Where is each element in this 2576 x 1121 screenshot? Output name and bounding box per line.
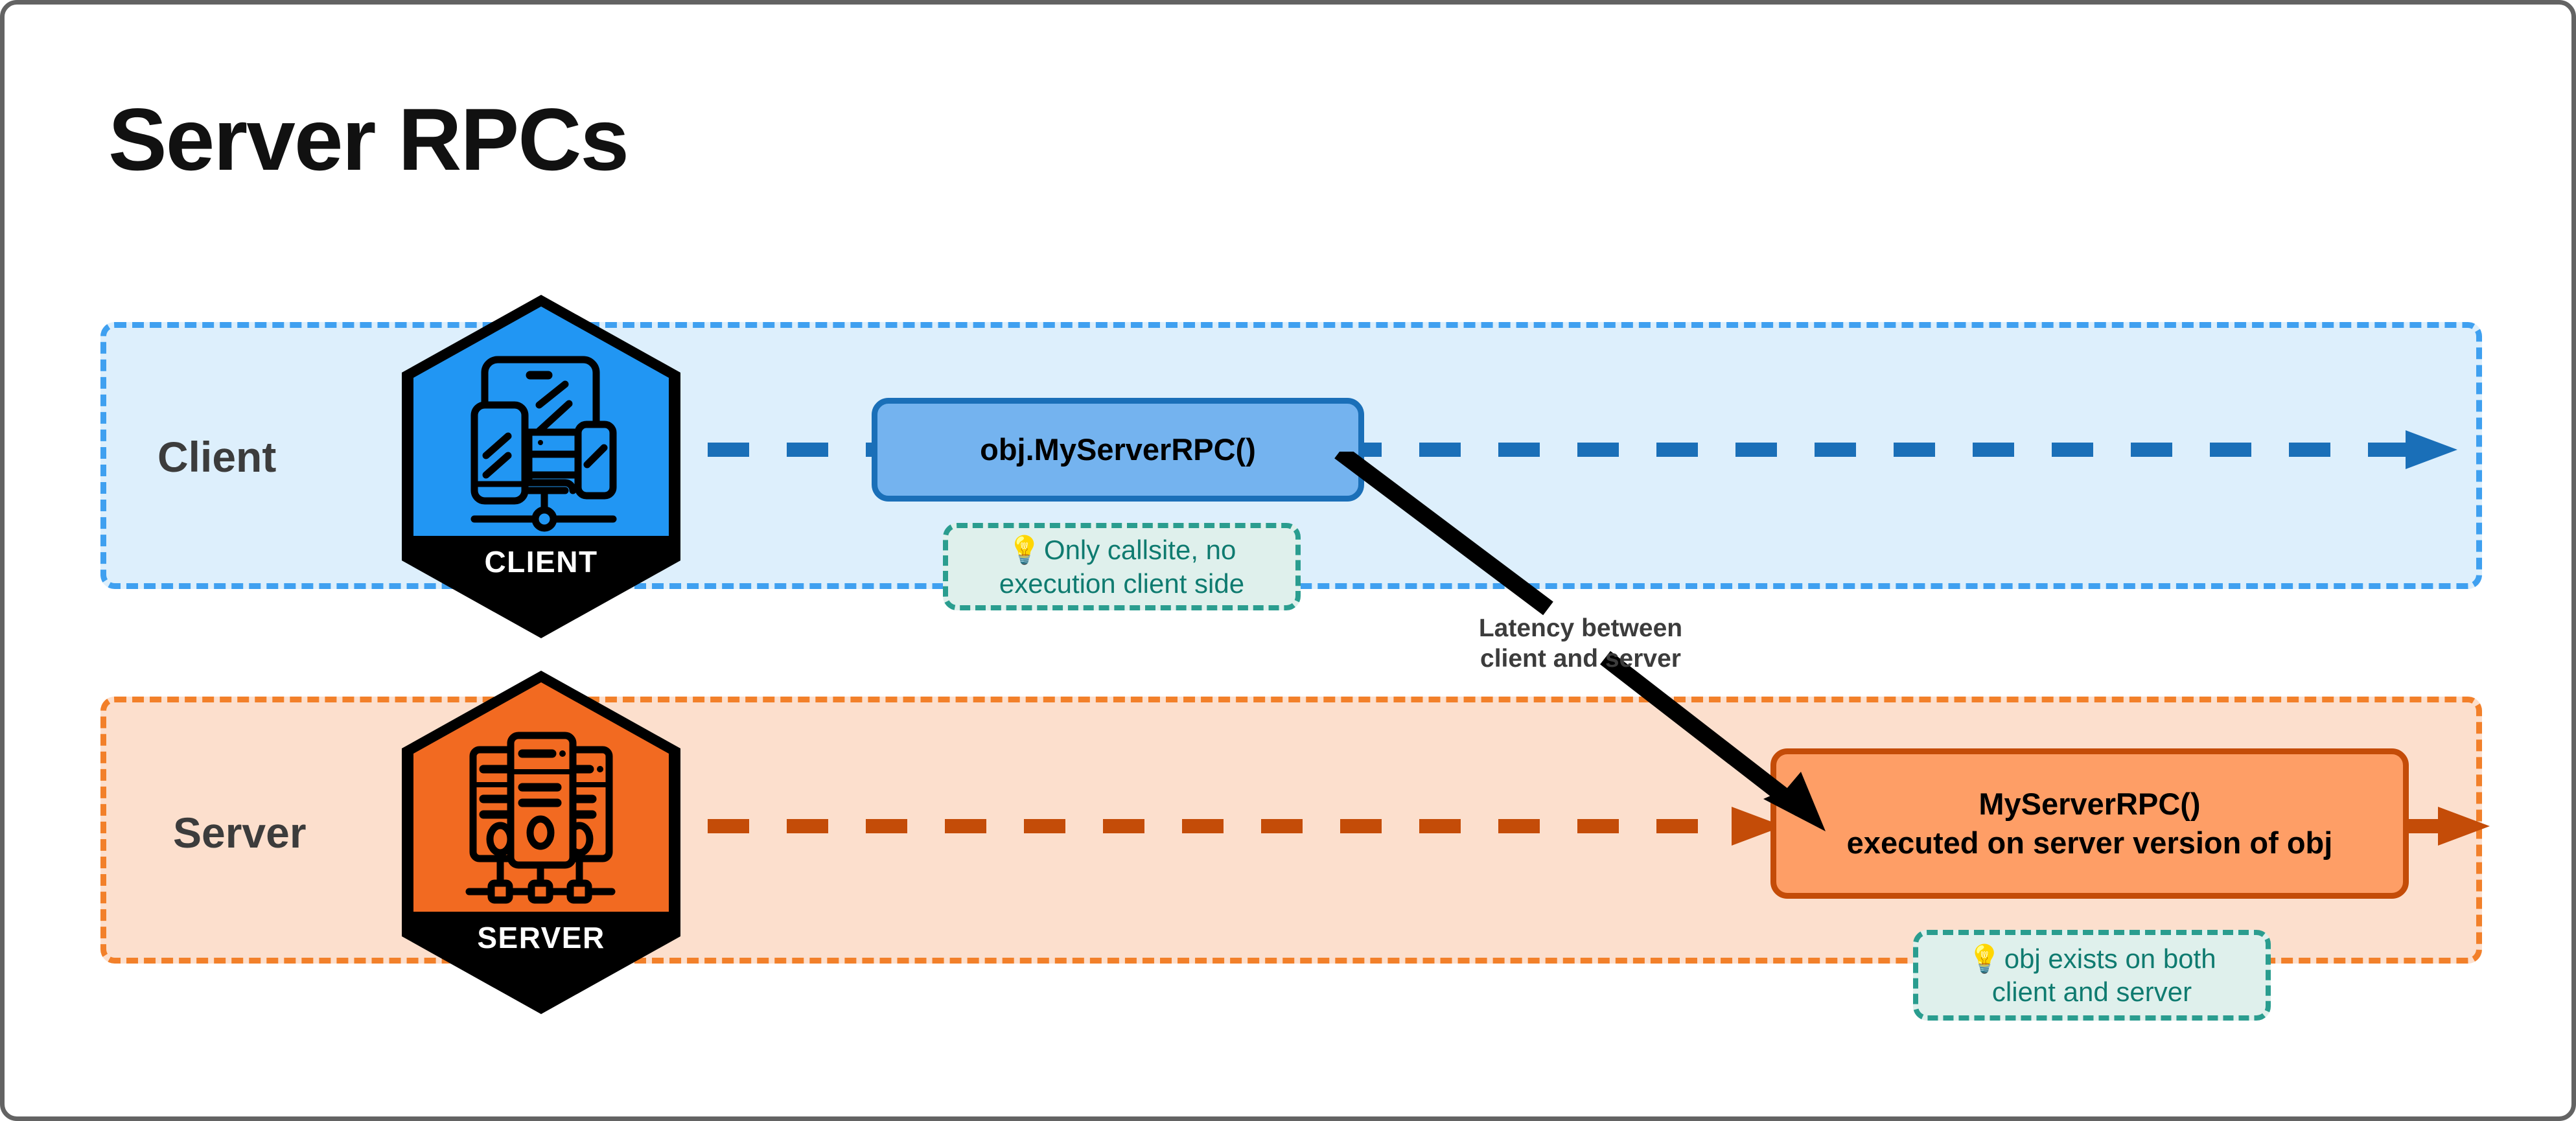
flow-arrow-server-tail xyxy=(2406,807,2490,846)
note-server-line2: client and server xyxy=(1991,977,2192,1007)
lane-label-client: Client xyxy=(157,433,277,481)
badge-client: CLIENT xyxy=(402,295,680,638)
page-title: Server RPCs xyxy=(108,90,629,189)
rpc-box-client[interactable]: obj.MyServerRPC() xyxy=(872,398,1364,502)
rpc-box-client-label: obj.MyServerRPC() xyxy=(980,432,1256,467)
rpc-box-server-line2: executed on server version of obj xyxy=(1846,826,2333,860)
latency-label-line1: Latency between xyxy=(1478,614,1683,642)
lightbulb-icon: 💡 xyxy=(1007,535,1041,566)
rpc-box-server-line1: MyServerRPC() xyxy=(1978,786,2201,821)
lightbulb-icon: 💡 xyxy=(1967,943,2002,974)
rpc-box-server[interactable]: MyServerRPC() executed on server version… xyxy=(1770,748,2409,899)
note-client-line2: execution client side xyxy=(999,568,1245,599)
note-server-line1: obj exists on both xyxy=(2004,943,2216,974)
note-client-line1: Only callsite, no xyxy=(1043,535,1236,566)
latency-arrow xyxy=(1333,452,1916,853)
badge-server-caption: SERVER xyxy=(477,921,605,954)
flow-arrow-client xyxy=(708,430,2457,469)
note-client: 💡Only callsite, no execution client side xyxy=(943,523,1301,610)
badge-server: SERVER xyxy=(402,671,680,1014)
badge-client-caption: CLIENT xyxy=(484,545,598,579)
note-server: 💡obj exists on both client and server xyxy=(1913,930,2271,1021)
flow-arrow-server xyxy=(708,807,1783,846)
lane-label-server: Server xyxy=(173,809,307,857)
latency-label: Latency between client and server xyxy=(1445,614,1717,675)
latency-label-line2: client and server xyxy=(1480,644,1681,673)
